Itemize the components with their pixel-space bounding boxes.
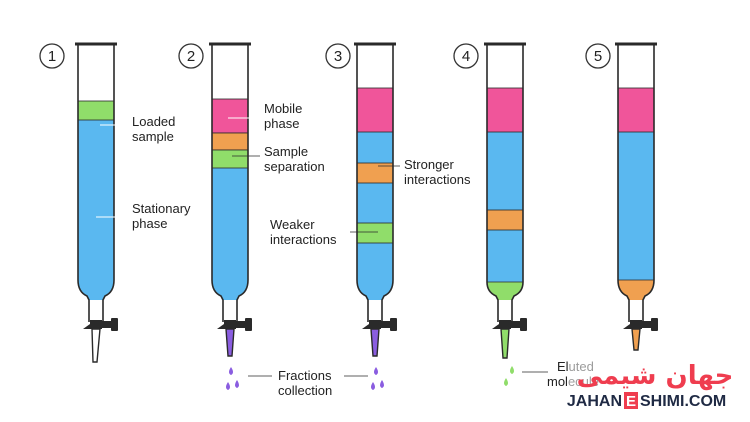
stopcock[interactable]: [217, 318, 252, 331]
step-number-4: 4: [462, 48, 470, 65]
column-3: 3 Stronger interactions: [325, 42, 471, 390]
step-circle-2: [178, 43, 204, 69]
watermark-e-box: [624, 392, 638, 409]
droplet: [374, 367, 378, 375]
eluted-band-green: [487, 282, 523, 300]
watermark-logo: جهان شیمی JAHAN E SHIMI.COM: [567, 354, 740, 412]
step-number-5: 5: [594, 48, 602, 65]
step-circle-5: [585, 43, 611, 69]
step-circle-4: [453, 43, 479, 69]
separation-band-green: [211, 149, 249, 169]
stationary-phase-band: [212, 168, 248, 300]
mobile-phase-band: [356, 87, 394, 133]
outlet-tube: [631, 328, 641, 351]
label-stationary-phase: Stationary phase: [132, 201, 194, 231]
column-outline: [617, 44, 655, 322]
column-5: 5: [585, 42, 658, 351]
label-weaker-interactions: Weaker interactions: [270, 217, 337, 247]
droplet: [380, 380, 384, 388]
weak-band-green: [356, 222, 394, 244]
stopcock[interactable]: [623, 318, 658, 331]
label-fractions-collection: Fractions collection: [278, 368, 335, 398]
watermark-backdrop: [568, 354, 740, 412]
mobile-phase-band: [486, 87, 524, 133]
stationary-phase-band: [357, 132, 393, 300]
step-number-1: 1: [48, 48, 56, 65]
droplet: [510, 366, 514, 374]
eluted-band-orange: [618, 280, 654, 300]
label-loaded-sample: Loaded sample: [132, 114, 179, 144]
droplet: [504, 378, 508, 386]
outlet-tube: [91, 328, 101, 363]
label-mobile-phase: Mobile phase: [264, 101, 306, 131]
mobile-phase-band: [211, 98, 249, 134]
watermark-arabic: جهان شیمی: [577, 361, 734, 391]
watermark-site-left: JAHAN: [567, 393, 622, 410]
outlet-tube: [225, 328, 235, 357]
column-outline: [356, 44, 394, 322]
stationary-phase-band: [487, 132, 523, 282]
stationary-phase-band: [78, 120, 114, 300]
column-outline: [211, 44, 249, 322]
watermark-site-right: SHIMI.COM: [640, 393, 726, 410]
stationary-phase-band: [618, 132, 654, 280]
step-circle-3: [325, 43, 351, 69]
droplet: [371, 382, 375, 390]
step-number-3: 3: [334, 48, 342, 65]
column-outline: [486, 44, 524, 322]
loaded-sample-band: [77, 100, 115, 121]
watermark-site-e: E: [626, 393, 636, 410]
step-number-2: 2: [187, 48, 195, 65]
column-outline: [77, 44, 115, 322]
outlet-tube: [500, 328, 510, 359]
droplet: [235, 380, 239, 388]
column-2: 2 Mobile phase Sample separation Weaker …: [178, 42, 368, 398]
mobile-phase-band: [617, 87, 655, 133]
separation-band-orange: [211, 132, 249, 151]
stopcock[interactable]: [362, 318, 397, 331]
label-sample-separation: Sample separation: [264, 144, 325, 174]
step-circle-1: [39, 43, 65, 69]
droplet: [229, 367, 233, 375]
strong-band-orange: [486, 209, 524, 231]
stopcock[interactable]: [83, 318, 118, 331]
droplet: [226, 382, 230, 390]
column-1: 1 Loaded sample Stationary phase: [39, 42, 194, 363]
column-4: 4 Eluted molecule: [453, 42, 599, 389]
label-stronger-interactions: Stronger interactions: [404, 157, 471, 187]
outlet-tube: [370, 328, 380, 357]
stopcock[interactable]: [492, 318, 527, 331]
